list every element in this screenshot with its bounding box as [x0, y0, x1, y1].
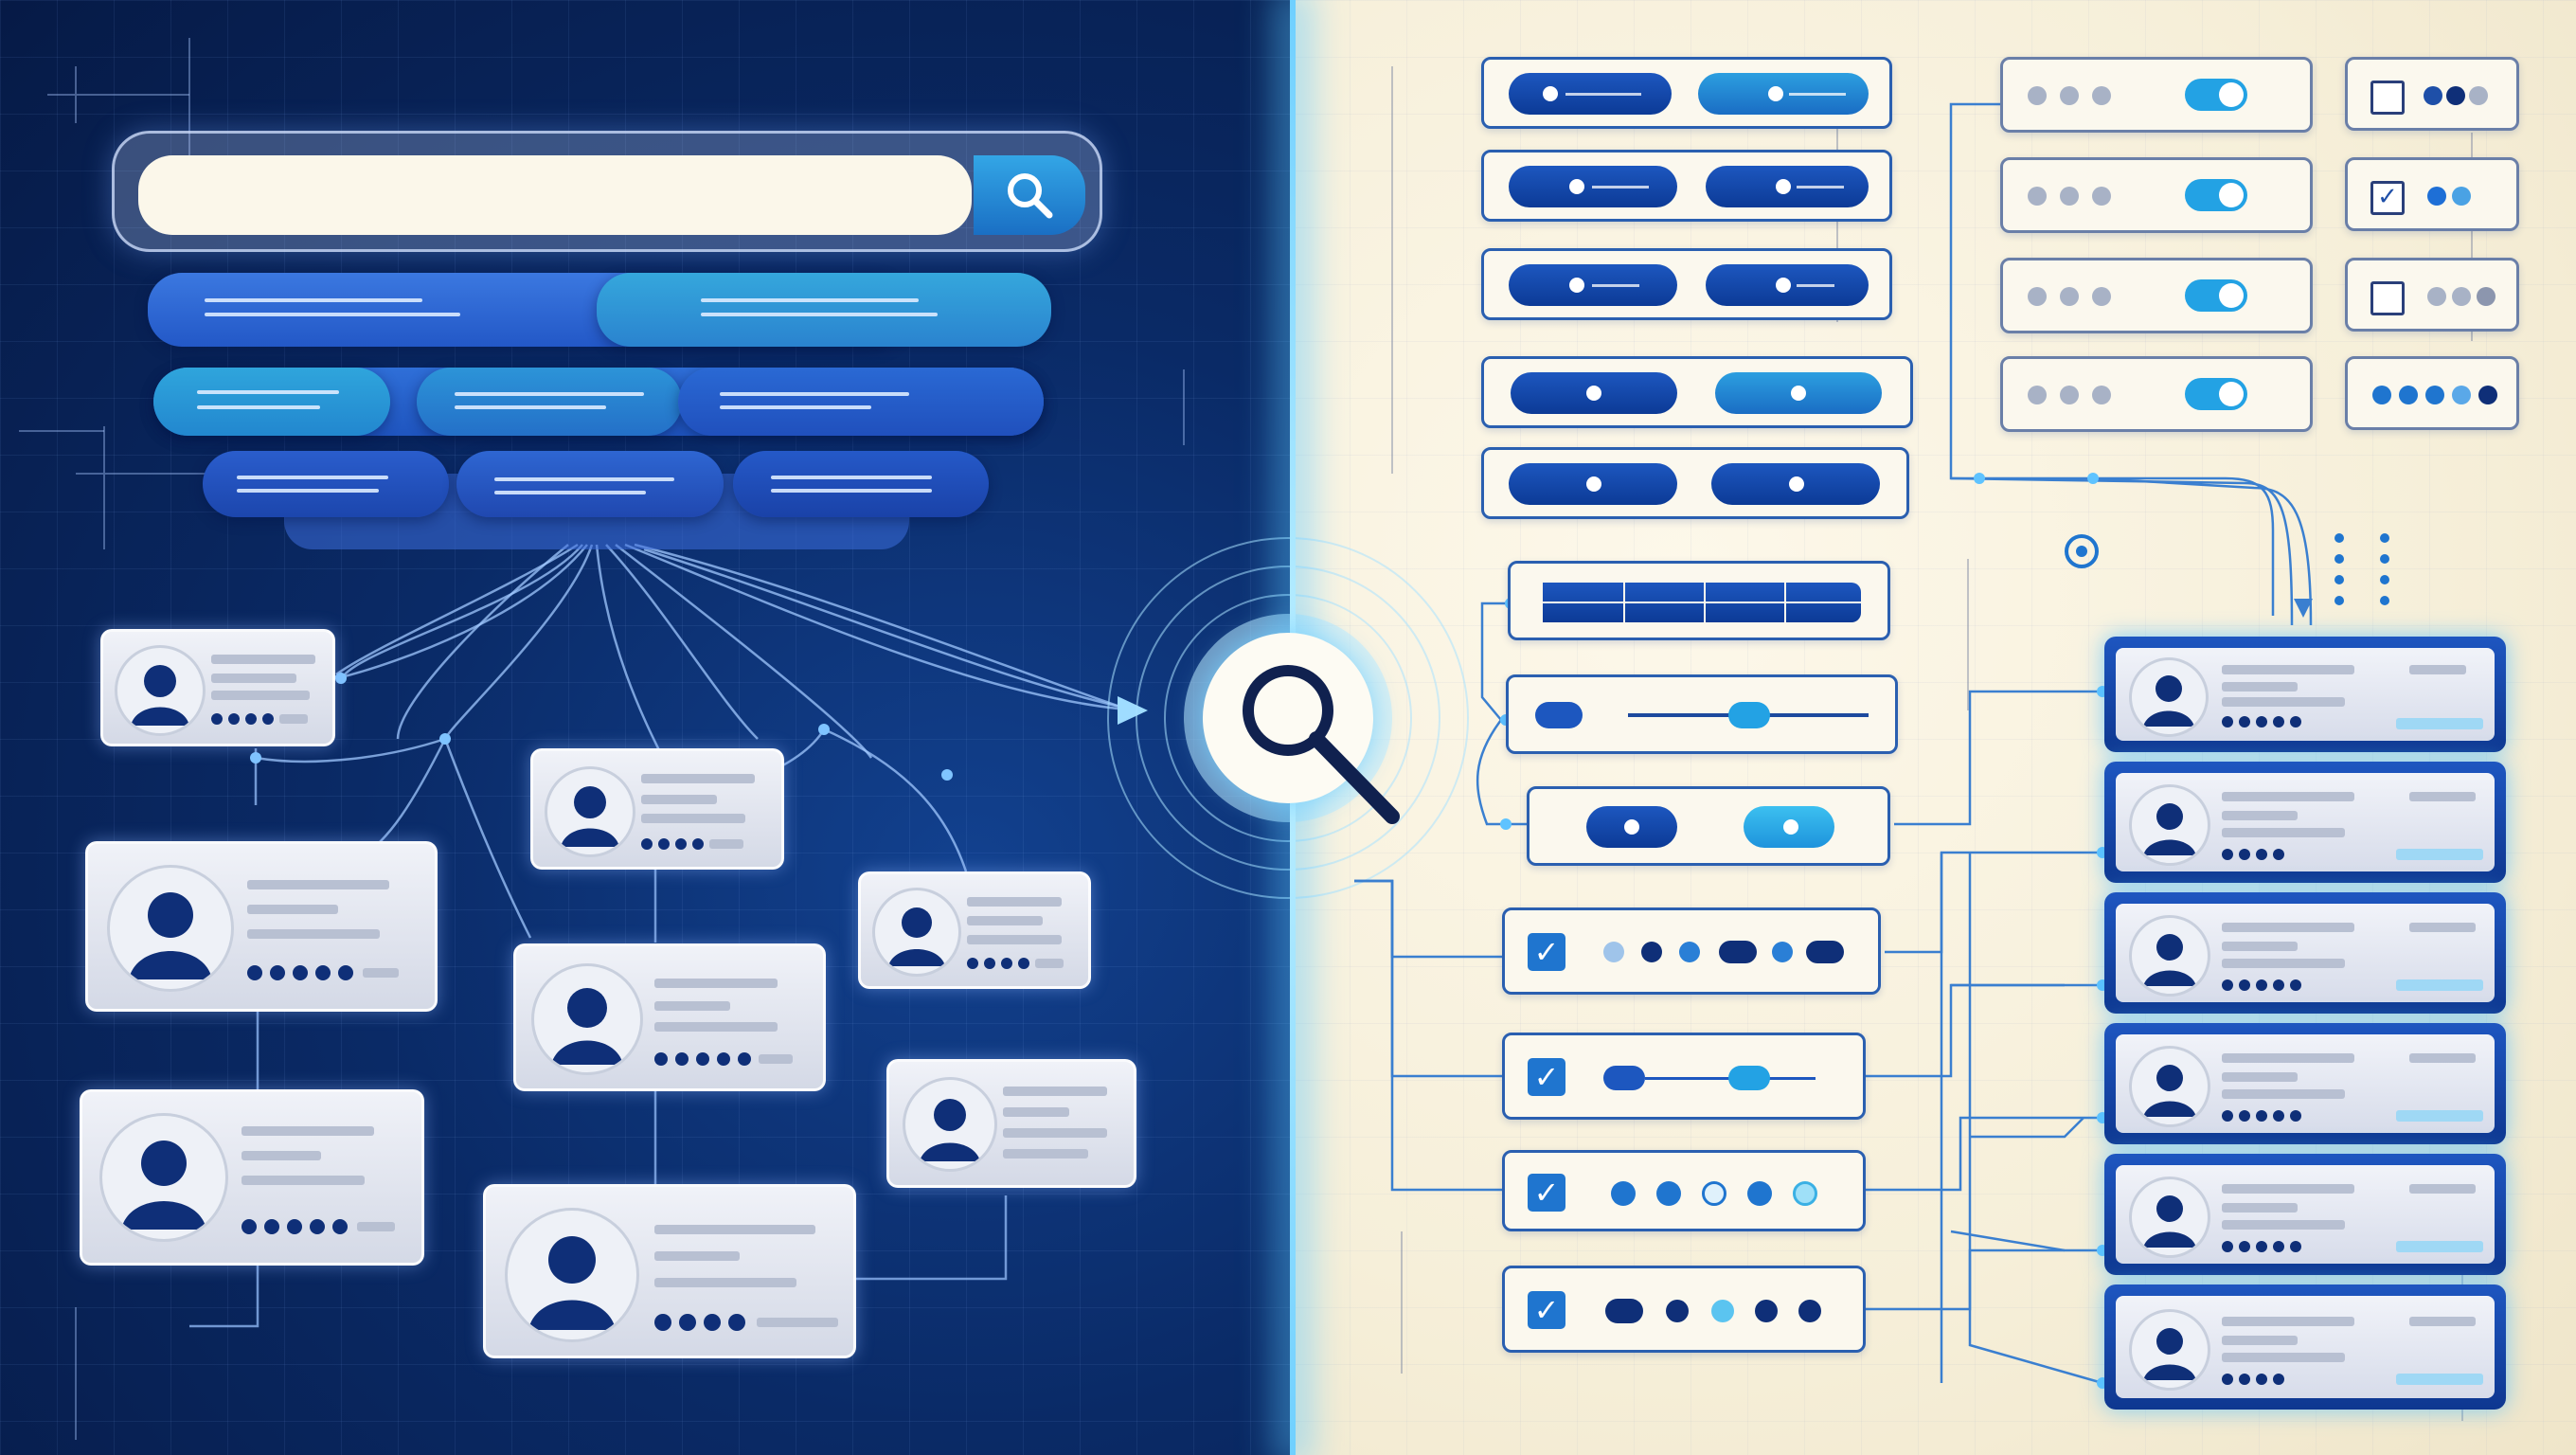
progress-bar	[1543, 583, 1861, 622]
action-button[interactable]	[1711, 463, 1880, 505]
user-avatar-icon	[2129, 657, 2209, 737]
checkbox[interactable]: ✓	[2370, 181, 2405, 215]
checklist-row: ✓	[1502, 1150, 1866, 1231]
option-box	[2345, 258, 2519, 332]
magnifier-badge	[1203, 633, 1400, 824]
user-avatar-icon	[903, 1077, 997, 1172]
checklist-row: ✓	[1502, 1266, 1866, 1353]
profile-card[interactable]	[483, 1184, 856, 1358]
filter-pill[interactable]	[597, 273, 1051, 347]
toggle-button[interactable]	[1586, 806, 1677, 848]
toggle-row	[2000, 57, 2313, 133]
profile-card[interactable]	[530, 748, 784, 870]
option-box	[2345, 356, 2519, 430]
action-button[interactable]	[1706, 166, 1869, 207]
user-avatar-icon	[545, 766, 635, 857]
toggle-row	[2000, 157, 2313, 233]
user-avatar-icon	[99, 1113, 228, 1242]
result-card[interactable]	[2104, 637, 2506, 752]
user-avatar-icon	[2129, 1309, 2210, 1391]
user-avatar-icon	[872, 888, 961, 977]
checklist-row: ✓	[1502, 1033, 1866, 1120]
filter-pill[interactable]	[417, 368, 682, 436]
check-icon[interactable]: ✓	[1528, 1291, 1565, 1329]
toggle-pair-box	[1527, 786, 1890, 866]
mini-toggle[interactable]	[1535, 702, 1583, 728]
action-button[interactable]	[1509, 463, 1677, 505]
action-button[interactable]	[1698, 73, 1869, 115]
user-avatar-icon	[531, 963, 643, 1075]
result-card[interactable]	[2104, 1154, 2506, 1275]
option-box: ✓	[2345, 157, 2519, 231]
result-card[interactable]	[2104, 1023, 2506, 1144]
action-button[interactable]	[1706, 264, 1869, 306]
search-input[interactable]	[138, 155, 972, 235]
button-pair-group	[1481, 248, 1892, 320]
action-button[interactable]	[1509, 73, 1672, 115]
user-avatar-icon	[2129, 784, 2210, 866]
check-icon[interactable]: ✓	[1528, 1058, 1565, 1096]
filter-pill[interactable]	[678, 368, 1044, 436]
profile-card[interactable]	[513, 943, 826, 1091]
option-box	[2345, 57, 2519, 131]
check-icon[interactable]: ✓	[1528, 933, 1565, 971]
button-pair-group	[1481, 447, 1909, 519]
button-pair-group	[1481, 57, 1892, 129]
toggle-row	[2000, 258, 2313, 333]
slider-box	[1506, 674, 1898, 754]
progress-box	[1508, 561, 1890, 640]
filter-pill[interactable]	[733, 451, 989, 517]
user-avatar-icon	[107, 865, 234, 992]
profile-card[interactable]	[858, 871, 1091, 989]
result-card[interactable]	[2104, 762, 2506, 883]
button-pair-group	[1481, 356, 1913, 428]
filter-pill[interactable]	[203, 451, 449, 517]
toggle-button[interactable]	[1744, 806, 1834, 848]
button-pair-group	[1481, 150, 1892, 222]
result-card[interactable]	[2104, 1284, 2506, 1410]
toggle-row	[2000, 356, 2313, 432]
filter-pill[interactable]	[153, 368, 390, 436]
user-avatar-icon	[2129, 1177, 2210, 1258]
search-icon	[1008, 173, 1053, 219]
magnifier-icon	[1243, 665, 1400, 824]
toggle-switch[interactable]	[2185, 279, 2247, 312]
toggle-switch[interactable]	[2185, 79, 2247, 111]
profile-card[interactable]	[85, 841, 438, 1012]
filter-pill[interactable]	[456, 451, 724, 517]
user-avatar-icon	[2129, 1046, 2210, 1127]
slider-handle[interactable]	[1728, 702, 1770, 728]
action-button[interactable]	[1715, 372, 1882, 414]
profile-card[interactable]	[100, 629, 335, 746]
user-avatar-icon	[2129, 915, 2210, 997]
check-icon[interactable]: ✓	[1528, 1174, 1565, 1212]
profile-card[interactable]	[80, 1089, 424, 1266]
checkbox[interactable]	[2370, 281, 2405, 315]
toggle-switch[interactable]	[2185, 179, 2247, 211]
user-avatar-icon	[505, 1208, 639, 1342]
action-button[interactable]	[1511, 372, 1677, 414]
search-button[interactable]	[974, 155, 1085, 235]
checklist-row: ✓	[1502, 907, 1881, 995]
profile-card[interactable]	[886, 1059, 1136, 1188]
action-button[interactable]	[1509, 264, 1677, 306]
checkbox[interactable]	[2370, 81, 2405, 115]
toggle-switch[interactable]	[2185, 378, 2247, 410]
result-card[interactable]	[2104, 892, 2506, 1014]
action-button[interactable]	[1509, 166, 1677, 207]
user-avatar-icon	[115, 645, 206, 736]
